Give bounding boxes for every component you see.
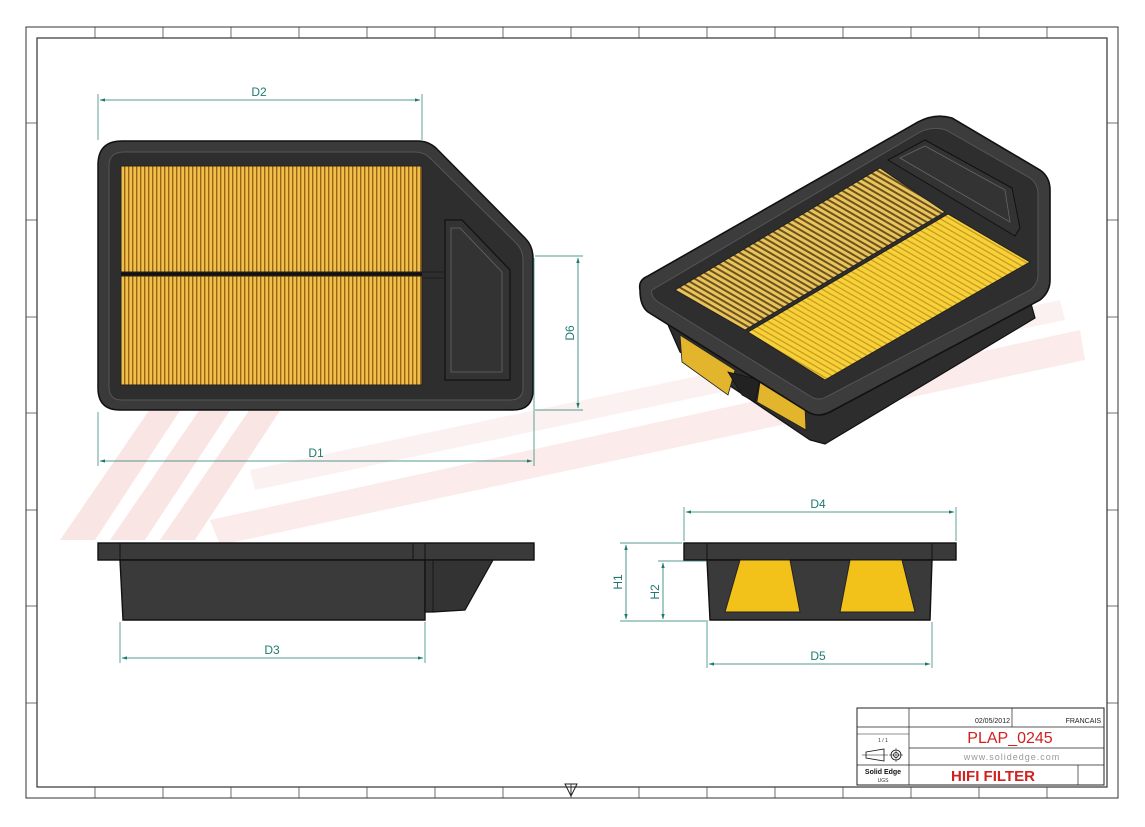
top-view-media-upper — [120, 165, 423, 273]
dimension-d6-label: D6 — [563, 325, 577, 341]
front-elevation-view — [97, 542, 535, 621]
sheet-border — [25, 26, 1119, 799]
side-media-left — [724, 559, 801, 613]
dimension-d5: D5 — [706, 622, 933, 668]
dimension-d1: D1 — [97, 258, 535, 466]
projection-symbol-icon — [862, 748, 903, 762]
zone-markers — [26, 27, 1118, 798]
dimension-d2-label: D2 — [251, 85, 267, 99]
dimension-h1-label: H1 — [611, 574, 625, 590]
software-sub: UGS — [878, 778, 890, 784]
top-view-side-pocket — [444, 219, 511, 381]
view-arrow-icon — [564, 783, 578, 798]
iso-side-media-left — [679, 334, 736, 396]
iso-media-front — [747, 213, 1031, 381]
side-media-right — [839, 559, 916, 613]
top-view — [97, 140, 534, 411]
date-value: 02/05/2012 — [975, 718, 1010, 725]
dimension-d1-label: D1 — [308, 446, 324, 460]
dimension-d2: D2 — [97, 85, 423, 140]
dimension-h2-label: H2 — [648, 584, 662, 600]
website-watermark: www.solidedge.com — [963, 752, 1061, 762]
dimension-h1: H1 — [611, 542, 708, 622]
iso-media-back — [674, 167, 946, 331]
dimension-d6: D6 — [535, 255, 583, 411]
sheet-value: 1 / 1 — [878, 738, 888, 744]
software-logo: Solid Edge — [865, 769, 901, 776]
dimension-d3: D3 — [119, 622, 426, 663]
title-block: 02/05/2012 FRANCAIS 1 / 1 PLAP_0245 www.… — [856, 707, 1105, 786]
language-value: FRANCAIS — [1066, 718, 1102, 725]
side-elevation-view — [683, 542, 957, 621]
dimension-d4: D4 — [683, 497, 957, 541]
part-number: PLAP_0245 — [967, 730, 1053, 747]
dimension-h2: H2 — [648, 560, 706, 620]
isometric-view — [638, 115, 1051, 445]
product-title: HIFI FILTER — [951, 768, 1035, 785]
dimension-d3-label: D3 — [264, 643, 280, 657]
dimension-d4-label: D4 — [810, 497, 826, 511]
dimension-d5-label: D5 — [810, 649, 826, 663]
top-view-media-lower — [120, 275, 423, 386]
